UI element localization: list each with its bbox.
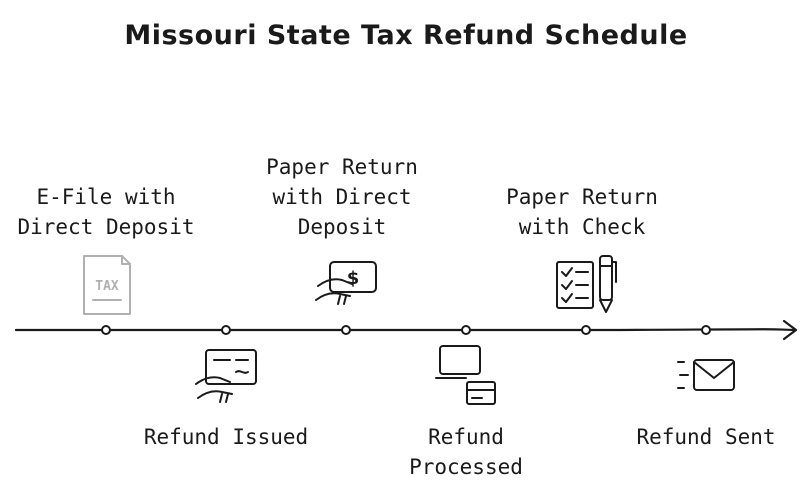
- milestone-1: [101, 325, 111, 335]
- milestone-markers: [101, 325, 711, 335]
- label-e-file-direct-deposit: E-File with Direct Deposit: [17, 185, 195, 239]
- card-payment-icon: [195, 349, 257, 403]
- milestone-6: [701, 325, 711, 335]
- laptop-card-icon: [435, 345, 496, 405]
- tax-document-icon: TAX: [83, 255, 131, 315]
- envelope-icon: [677, 359, 735, 391]
- label-refund-sent: Refund Sent: [636, 425, 776, 449]
- diagram-title: Missouri State Tax Refund Schedule: [124, 20, 688, 51]
- milestone-4: [461, 325, 471, 335]
- label-paper-return-check: Paper Return with Check: [506, 185, 658, 239]
- checklist-pen-icon: [556, 255, 617, 313]
- timeline-axis: [14, 319, 798, 341]
- cash-in-hand-icon: $: [315, 261, 377, 305]
- milestone-3: [341, 325, 351, 335]
- svg-text:TAX: TAX: [95, 279, 119, 294]
- label-paper-return-direct-deposit: Paper Return with Direct Deposit: [266, 155, 418, 239]
- milestone-5: [581, 325, 591, 335]
- svg-text:$: $: [347, 268, 360, 289]
- label-refund-issued: Refund Issued: [143, 425, 309, 449]
- label-refund-processed: Refund Processed: [409, 425, 523, 479]
- milestone-2: [221, 325, 231, 335]
